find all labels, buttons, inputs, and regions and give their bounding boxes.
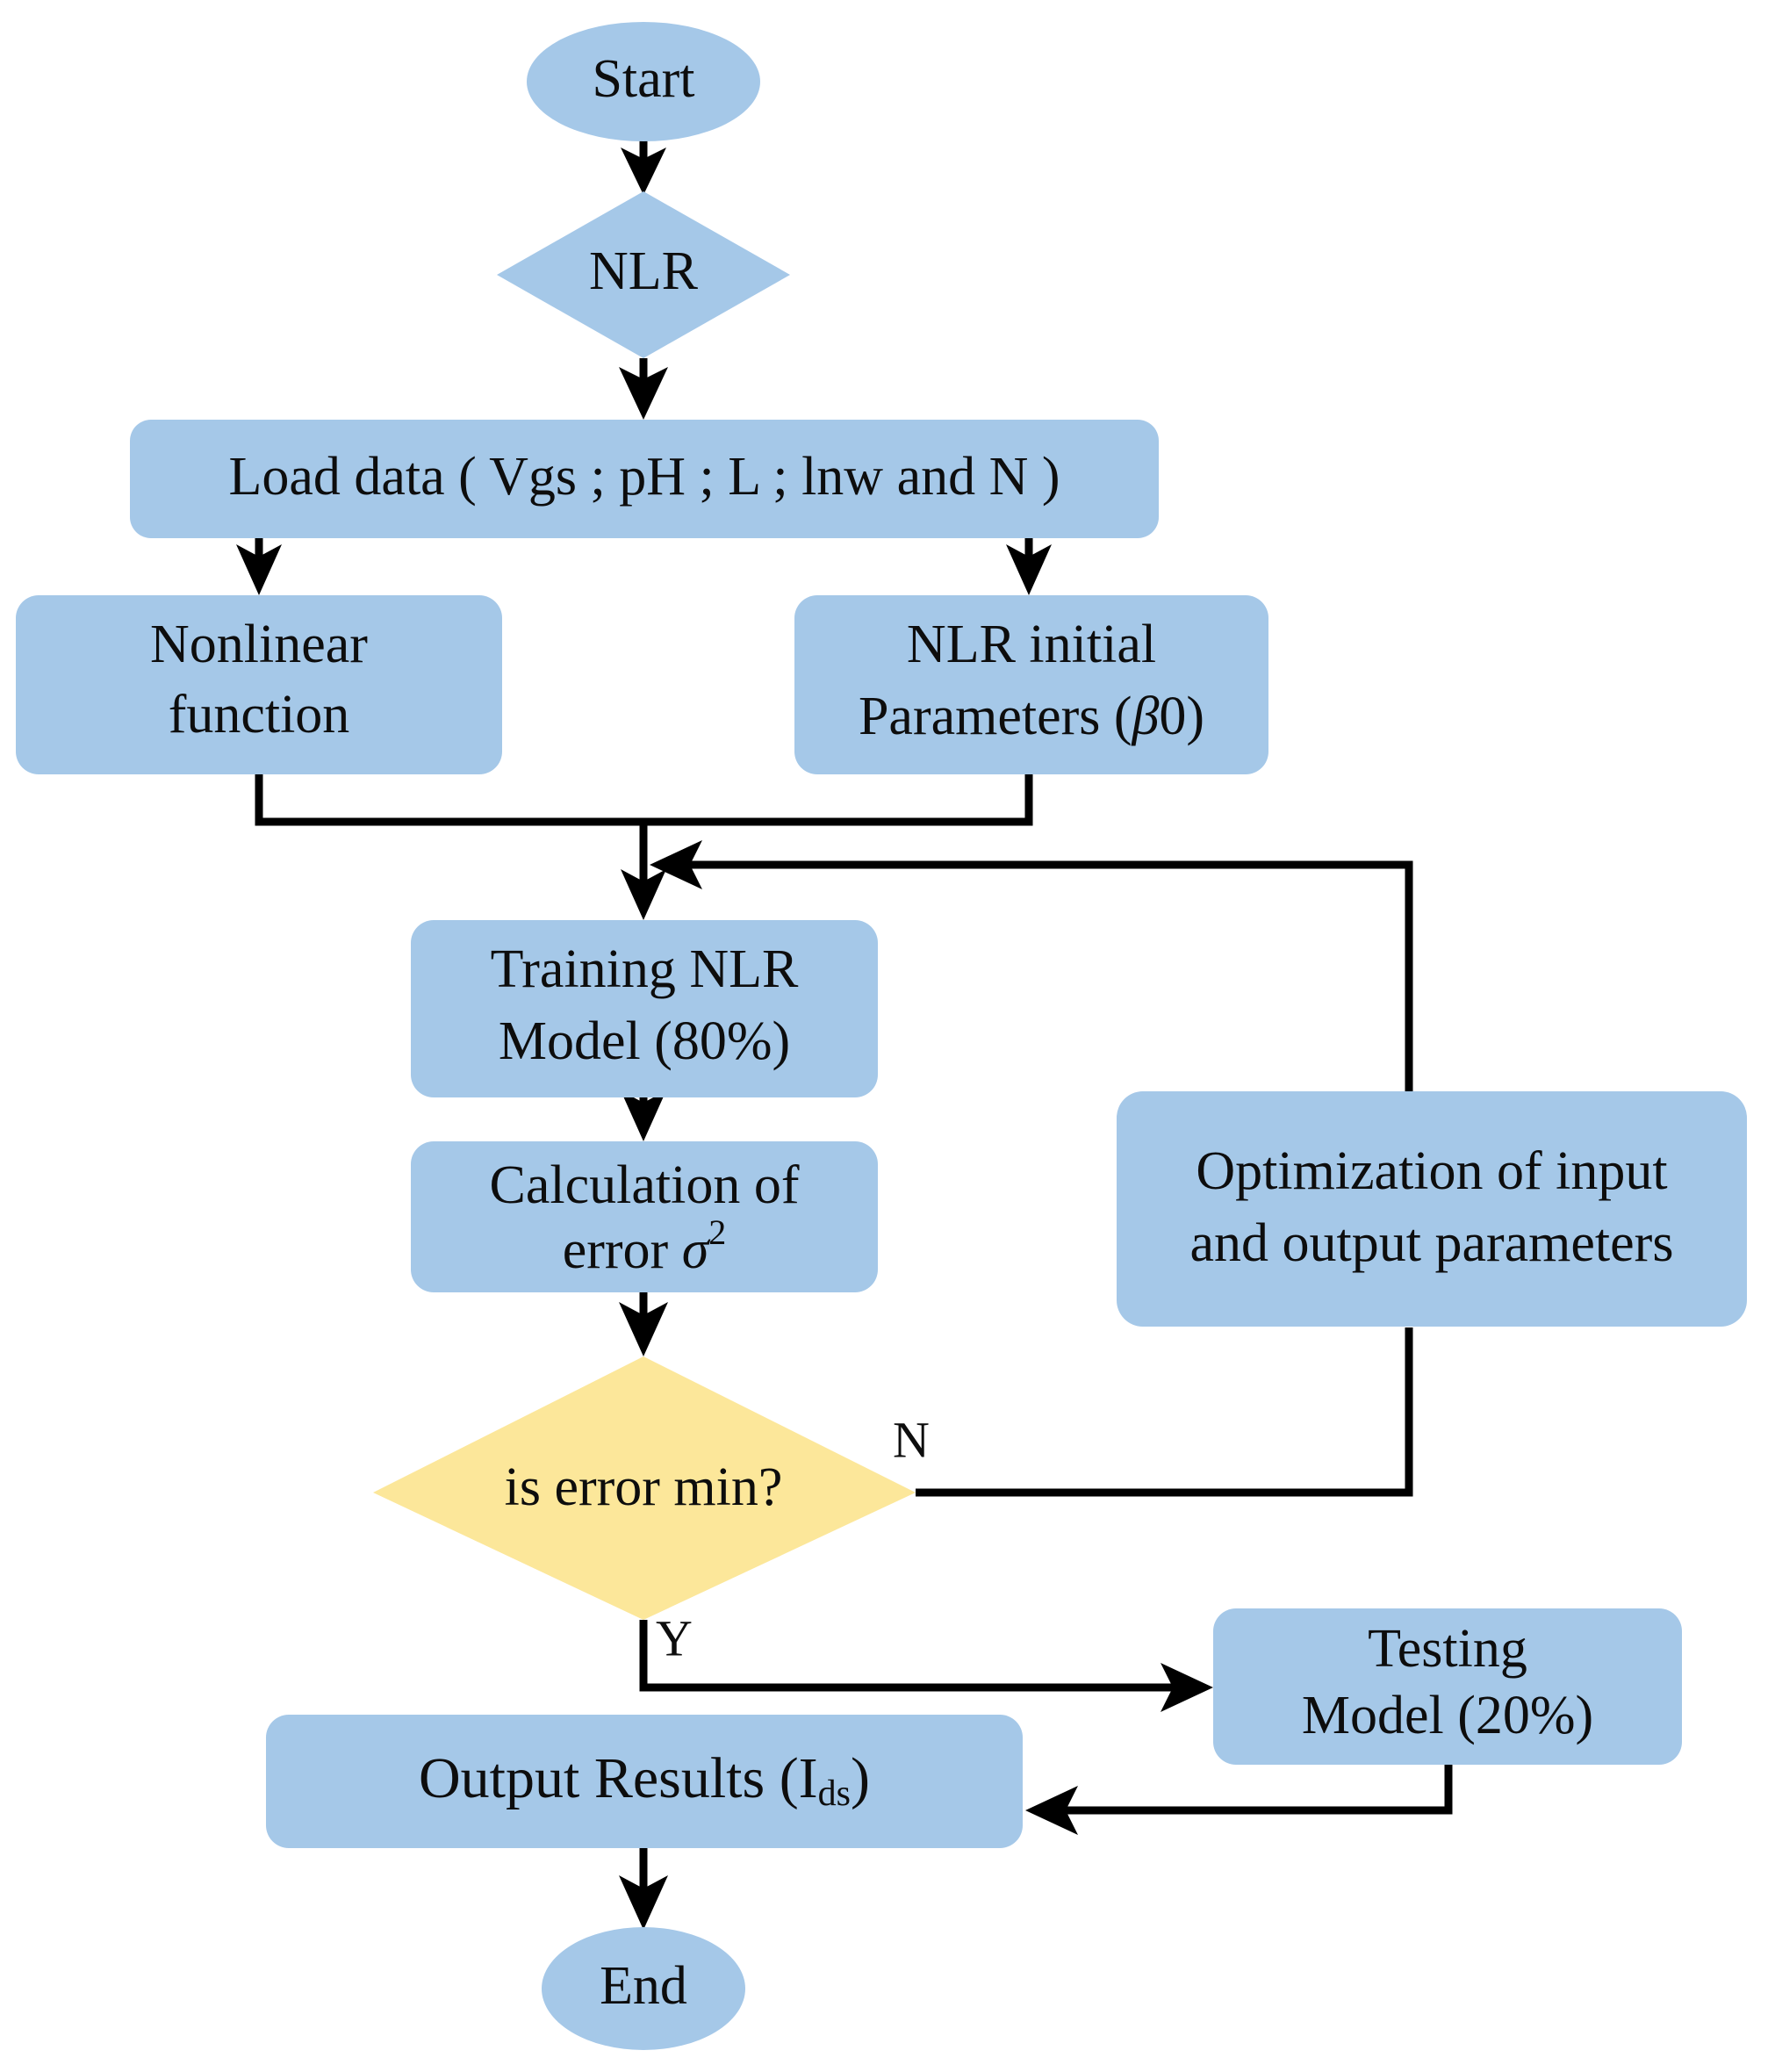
nlr-diamond-shape xyxy=(497,191,790,358)
node-nonlinear-function[interactable]: Nonlinear function xyxy=(16,595,502,774)
connector-decision-no-to-optimization xyxy=(916,1327,1413,1497)
error-calculation-line1: Calculation of xyxy=(490,1155,800,1215)
output-results-post: ) xyxy=(851,1746,870,1810)
connector-load-data-to-nonlinear xyxy=(236,538,282,595)
connector-output-to-end xyxy=(619,1848,668,1930)
testing-model-line1: Testing xyxy=(1368,1619,1527,1679)
nlr-initial-parameters-box-shape xyxy=(794,595,1268,774)
load-data-box-shape xyxy=(130,420,1159,538)
ids-subscript: ds xyxy=(818,1773,851,1814)
training-model-box-shape xyxy=(411,920,878,1097)
start-oval-shape xyxy=(527,22,760,141)
node-start[interactable]: Start xyxy=(527,22,760,141)
node-testing-model[interactable]: Testing Model (20%) xyxy=(1213,1608,1682,1765)
error-calculation-line2: error σ2 xyxy=(563,1212,727,1280)
node-training-model[interactable]: Training NLR Model (80%) xyxy=(411,920,878,1097)
nonlinear-function-line2: function xyxy=(169,685,350,745)
node-nlr-decision[interactable]: NLR xyxy=(497,191,790,358)
connector-training-to-error xyxy=(621,1090,666,1141)
connector-nonlinear-to-merge xyxy=(255,774,643,826)
sigma-exponent: 2 xyxy=(708,1212,726,1252)
nonlinear-function-line1: Nonlinear xyxy=(150,615,368,674)
nlr-initial-line2: Parameters (β0) xyxy=(859,687,1204,746)
decision-diamond-shape xyxy=(373,1356,916,1620)
node-decision-error-min[interactable]: is error min? xyxy=(373,1356,916,1620)
nlr-initial-line2-pre: Parameters ( xyxy=(859,687,1132,746)
output-results-label: Output Results (Ids) xyxy=(419,1746,870,1814)
output-results-pre: Output Results (I xyxy=(419,1746,818,1810)
training-model-line2: Model (80%) xyxy=(499,1011,790,1071)
training-model-line1: Training NLR xyxy=(491,939,799,999)
node-load-data[interactable]: Load data ( Vgs ; pH ; L ; lnw and N ) xyxy=(130,420,1159,538)
connector-nlr-to-load-data xyxy=(619,358,668,420)
node-nlr-initial-parameters[interactable]: NLR initial Parameters (β0) xyxy=(794,595,1268,774)
error-calculation-line2-pre: error xyxy=(563,1220,682,1280)
node-output-results[interactable]: Output Results (Ids) xyxy=(266,1715,1023,1848)
edge-label-no: N xyxy=(893,1411,930,1468)
node-end[interactable]: End xyxy=(542,1927,745,2050)
end-label: End xyxy=(600,1956,687,2016)
sigma-symbol: σ xyxy=(682,1220,711,1280)
optimization-box-shape xyxy=(1117,1091,1747,1327)
nlr-initial-line1: NLR initial xyxy=(907,615,1156,674)
connector-load-data-to-nlr-initial xyxy=(1006,538,1052,595)
testing-model-line2: Model (20%) xyxy=(1302,1686,1593,1745)
connector-testing-to-output xyxy=(1025,1765,1453,1835)
nonlinear-function-box-shape xyxy=(16,595,502,774)
output-results-box-shape xyxy=(266,1715,1023,1848)
end-oval-shape xyxy=(542,1927,745,2050)
connector-decision-yes-to-testing xyxy=(639,1620,1213,1712)
node-error-calculation[interactable]: Calculation of error σ2 xyxy=(411,1141,878,1292)
connector-nlr-initial-to-merge xyxy=(643,774,1033,826)
load-data-label: Load data ( Vgs ; pH ; L ; lnw and N ) xyxy=(228,447,1060,507)
start-label: Start xyxy=(592,49,694,109)
connector-merge-to-training xyxy=(621,822,666,920)
edge-label-yes: Y xyxy=(656,1609,693,1666)
connector-error-to-decision xyxy=(619,1291,668,1356)
beta-symbol: β xyxy=(1132,687,1160,746)
error-calculation-box-shape xyxy=(411,1141,878,1292)
nlr-label: NLR xyxy=(589,241,699,301)
node-optimization[interactable]: Optimization of input and output paramet… xyxy=(1117,1091,1747,1327)
decision-label: is error min? xyxy=(505,1457,783,1517)
connector-optimization-feedback-to-training xyxy=(650,840,1413,1091)
nlr-initial-line2-post: 0) xyxy=(1159,687,1204,746)
optimization-line2: and output parameters xyxy=(1190,1213,1674,1273)
optimization-line1: Optimization of input xyxy=(1196,1141,1667,1201)
testing-model-box-shape xyxy=(1213,1608,1682,1765)
